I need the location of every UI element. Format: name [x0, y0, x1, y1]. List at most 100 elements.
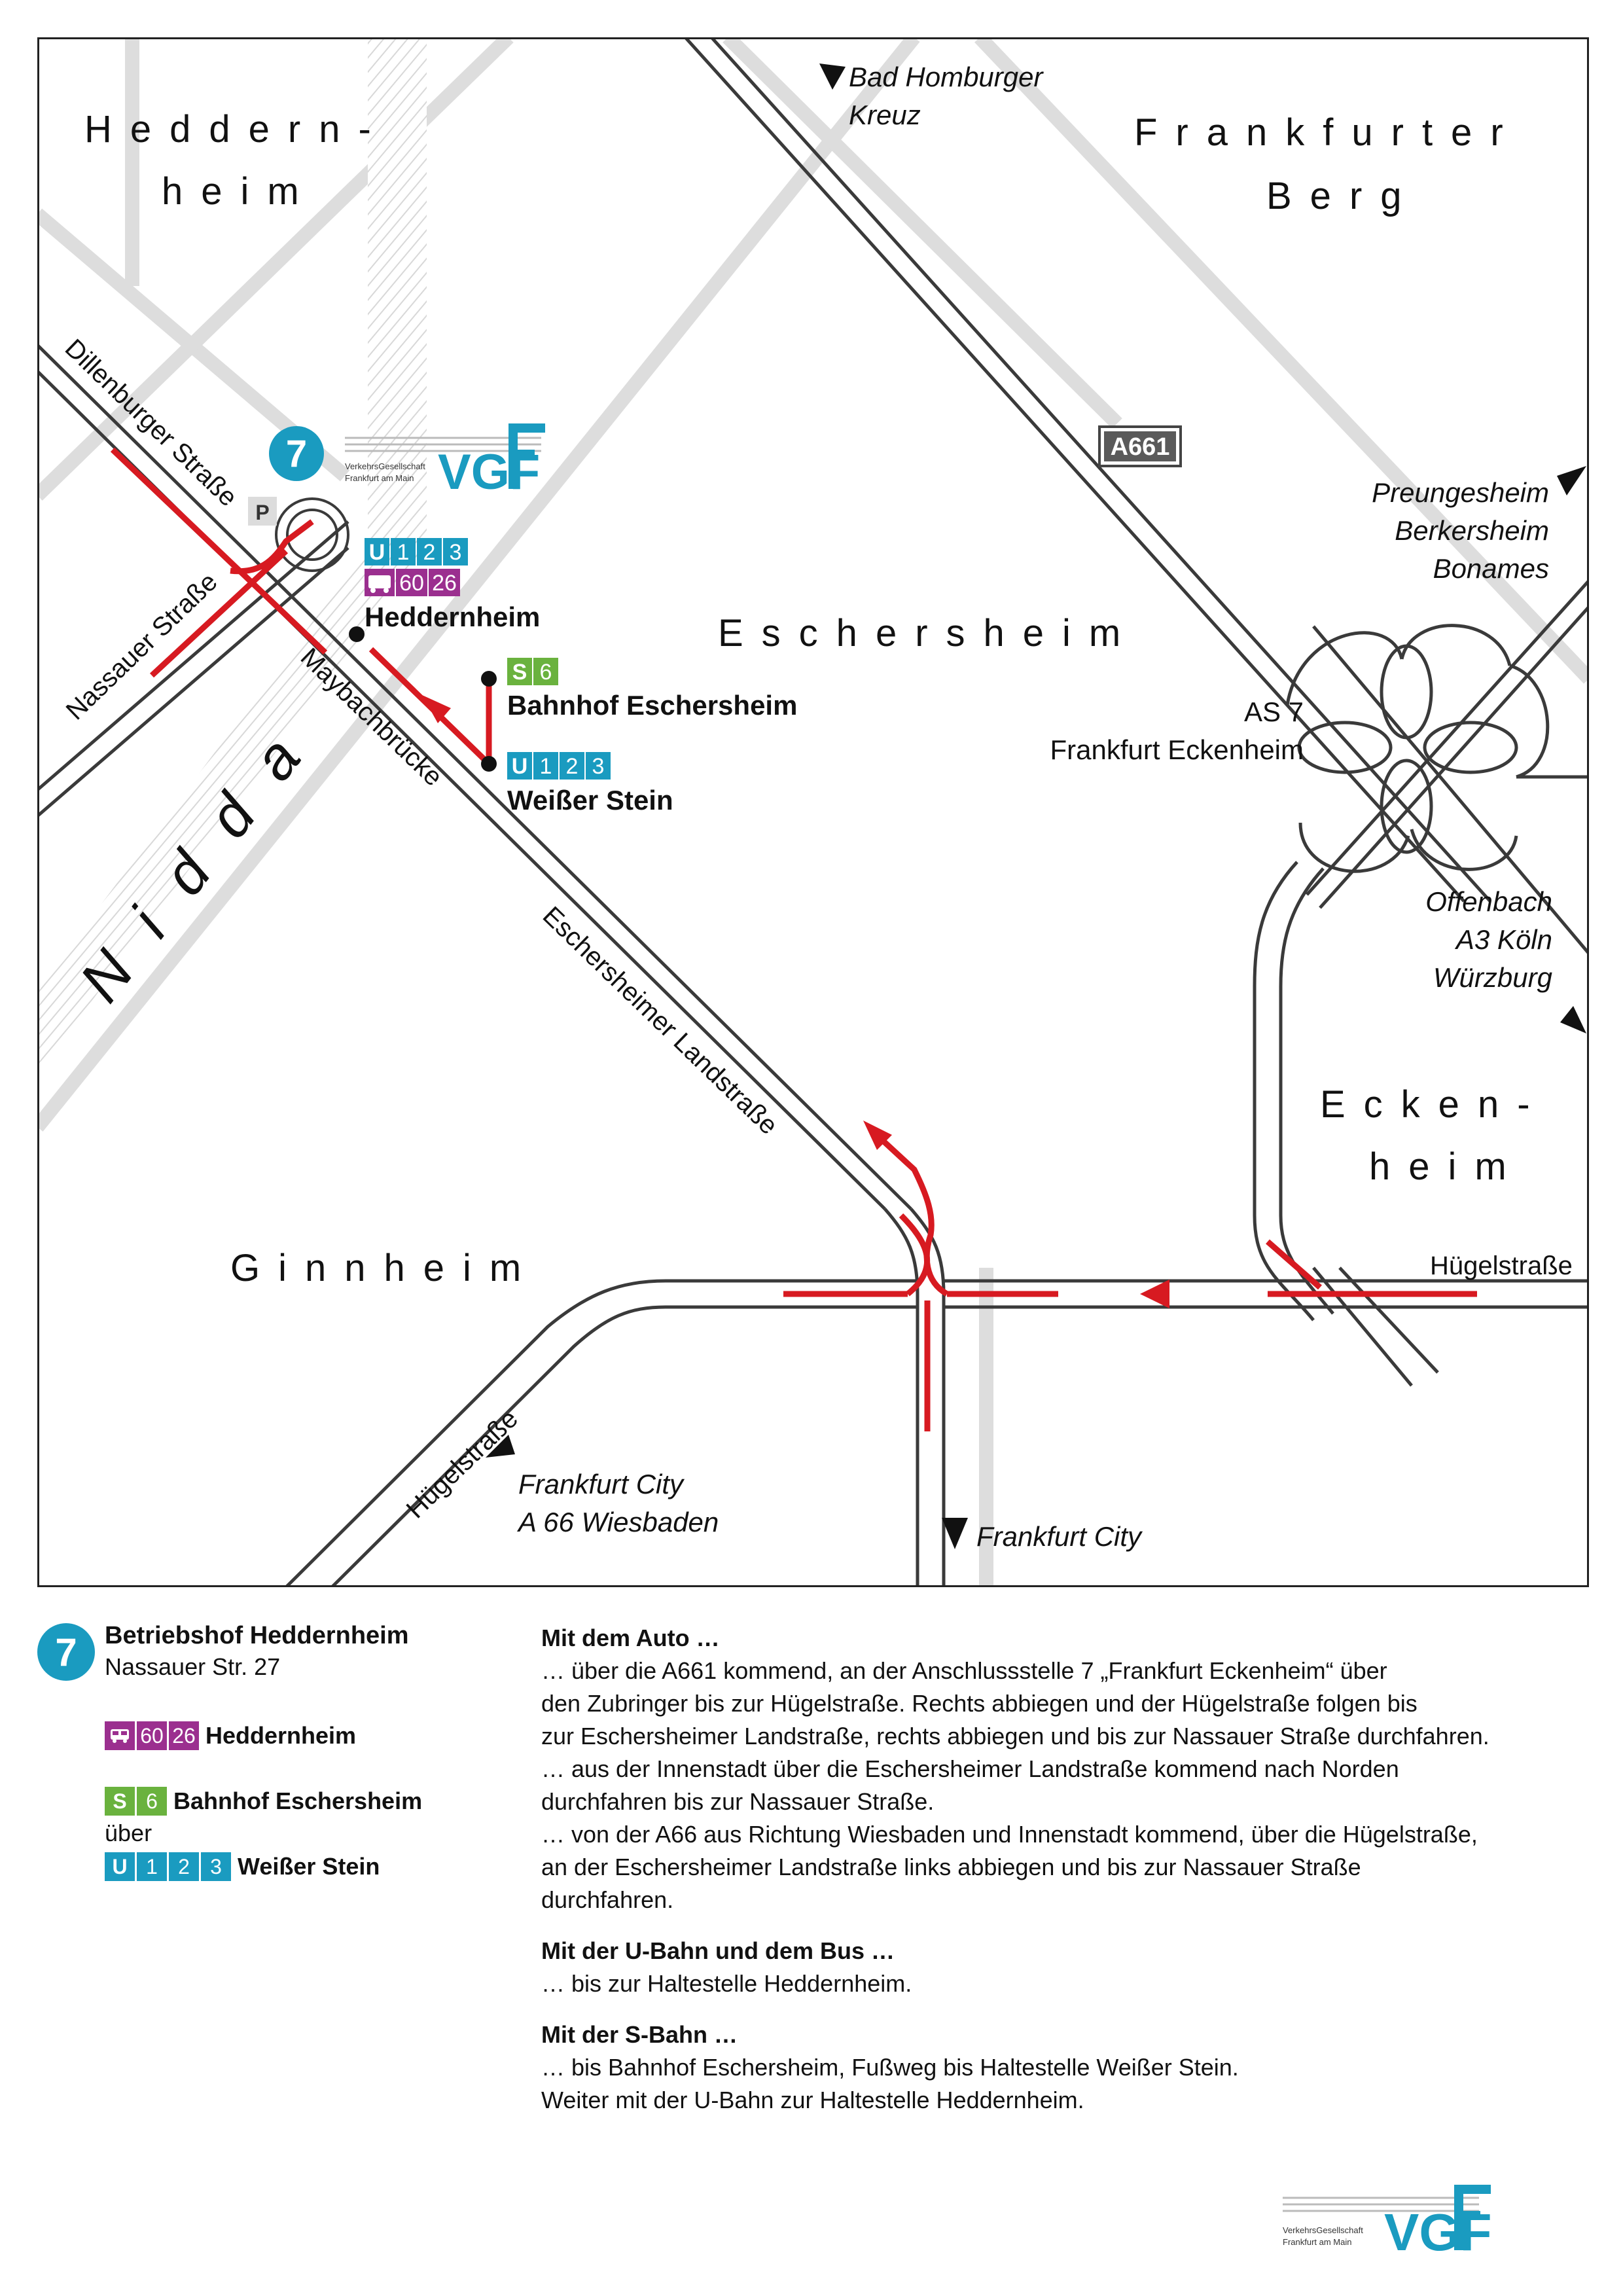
dest-city-a66-2: A 66 Wiesbaden: [516, 1507, 719, 1537]
bus-connection: 60 26 Heddernheim: [105, 1721, 356, 1750]
bus60-badge: 60: [399, 571, 424, 596]
street-huegel-east: Hügelstraße: [1430, 1251, 1573, 1280]
u-badge: U: [369, 540, 385, 565]
dest-offenbach: Offenbach: [1425, 886, 1552, 917]
main-roads: [37, 344, 1589, 1587]
ubahn-line-1: 1: [137, 1852, 167, 1881]
ubahn-connection: U 1 2 3 Weißer Stein: [105, 1852, 380, 1881]
location-name: Betriebshof Heddernheim: [105, 1622, 409, 1649]
sbahn-line-6: 6: [137, 1787, 167, 1816]
map-logo-small-2: Frankfurt am Main: [345, 473, 414, 483]
sbahn-badge: S: [105, 1787, 135, 1816]
ubahn-line-3: 3: [201, 1852, 231, 1881]
u1-badge: 1: [397, 540, 410, 565]
parking-sign: P: [248, 497, 277, 526]
directions-ubus: Mit der U-Bahn und dem Bus … … bis zur H…: [541, 1935, 1523, 2000]
district-ecken: Ecken-: [1320, 1083, 1548, 1126]
directions-car-line: den Zubringer bis zur Hügelstraße. Recht…: [541, 1690, 1418, 1717]
street-huegel-west: Hügelstraße: [401, 1404, 524, 1524]
route-arrows: [422, 695, 1169, 1308]
stop-weisser-stein: U 1 2 3 Weißer Stein: [507, 752, 673, 816]
directions-sbahn-line: … bis Bahnhof Eschersheim, Fußweg bis Ha…: [541, 2054, 1239, 2081]
s6-badge: 6: [540, 660, 552, 685]
ws-u2-badge: 2: [566, 754, 579, 779]
street-labels: Dillenburger Straße Nassauer Straße Mayb…: [60, 334, 1573, 1524]
district-eschersheim: Eschersheim: [718, 612, 1139, 655]
street-eschersheimer: Eschersheimer Landstraße: [537, 901, 783, 1140]
dest-wuerzburg: Würzburg: [1433, 962, 1552, 993]
directions-sbahn: Mit der S-Bahn … … bis Bahnhof Eschershe…: [541, 2018, 1523, 2117]
via-label: über: [105, 1820, 152, 1846]
directions-sbahn-line: Weiter mit der U-Bahn zur Haltestelle He…: [541, 2087, 1084, 2113]
directions-ubus-title: Mit der U-Bahn und dem Bus …: [541, 1937, 895, 1964]
nidda-river: [37, 37, 427, 1075]
location-address: Nassauer Str. 27: [105, 1653, 281, 1680]
directions-car-title: Mit dem Auto …: [541, 1624, 720, 1651]
district-heddernheim-1: Heddern-: [84, 108, 389, 151]
directions-car-line: durchfahren.: [541, 1886, 674, 1913]
bus-icon: [368, 575, 391, 593]
dest-preungesheim: Preungesheim: [1372, 477, 1549, 508]
map-frame: [37, 37, 1589, 1587]
stop-heddernheim-name: Heddernheim: [365, 601, 540, 632]
interchange: [1253, 579, 1589, 1321]
stop-heddernheim: U 1 2 3 60 26 Heddernheim: [365, 538, 540, 632]
location-number-badge: 7: [37, 1623, 95, 1681]
location-number: 7: [286, 433, 307, 475]
bus-icon: [105, 1721, 135, 1750]
stop-bahnhof-eschersheim: S 6 Bahnhof Eschersheim: [507, 658, 797, 721]
stop-markers: [349, 626, 497, 772]
district-frankfurter: Frankfurter: [1134, 111, 1522, 154]
bus-line-26: 26: [169, 1721, 199, 1750]
footer-logo-small-1: VerkehrsGesellschaft: [1283, 2225, 1363, 2235]
parking-label: P: [255, 501, 269, 524]
district-berg: Berg: [1266, 175, 1420, 217]
ubahn-stop-name: Weißer Stein: [238, 1853, 380, 1880]
directions-car-line: an der Eschersheimer Landstraße links ab…: [541, 1854, 1361, 1880]
directions-car-line: … von der A66 aus Richtung Wiesbaden und…: [541, 1821, 1478, 1848]
location-marker: 7: [269, 426, 324, 481]
a661-shield: A661: [1098, 425, 1182, 467]
directions-car-line: … aus der Innenstadt über die Eschershei…: [541, 1755, 1399, 1782]
sbahn-connection: S 6 Bahnhof Eschersheim: [105, 1787, 422, 1816]
sbahn-stop-name: Bahnhof Eschersheim: [173, 1787, 423, 1814]
s-badge: S: [512, 660, 527, 685]
location-map: A661 Heddern- heim Frankfurter Berg Esch…: [37, 37, 1589, 1587]
dest-bad-homburg-2: Kreuz: [849, 99, 921, 130]
minor-streets: [37, 37, 1589, 1587]
bus26-badge: 26: [432, 571, 457, 596]
dest-berkersheim: Berkersheim: [1395, 515, 1549, 546]
footer-vgf-logo: VerkehrsGesellschaft Frankfurt am Main V…: [1283, 2185, 1491, 2251]
dest-bad-homburg-1: Bad Homburger: [849, 62, 1044, 92]
directions-ubus-line: … bis zur Haltestelle Heddernheim.: [541, 1970, 912, 1997]
u2-badge: 2: [423, 540, 436, 565]
destination-labels: Bad Homburger Kreuz Preungesheim Berkers…: [516, 62, 1552, 1552]
dest-city-a66-1: Frankfurt City: [518, 1469, 685, 1499]
info-section: 7 Betriebshof Heddernheim Nassauer Str. …: [37, 1610, 1589, 2134]
footer-logo-small-2: Frankfurt am Main: [1283, 2237, 1351, 2247]
a661-label: A661: [1111, 433, 1170, 461]
route: [110, 447, 1477, 1431]
ws-u1-badge: 1: [540, 754, 552, 779]
directions-car: Mit dem Auto … … über die A661 kommend, …: [541, 1622, 1523, 1916]
river-label: Nidda: [67, 694, 337, 1014]
u3-badge: 3: [450, 540, 462, 565]
dest-bonames: Bonames: [1433, 553, 1549, 584]
map-logo-small-1: VerkehrsGesellschaft: [345, 461, 425, 471]
district-heddernheim-2: heim: [162, 170, 317, 213]
stop-weisser-stein-name: Weißer Stein: [507, 785, 673, 816]
district-heim: heim: [1369, 1145, 1525, 1188]
ubahn-line-2: 2: [169, 1852, 199, 1881]
ws-u-badge: U: [512, 754, 528, 779]
footer-logo-brand: VGF: [1384, 2203, 1491, 2251]
dest-city: Frankfurt City: [976, 1521, 1143, 1552]
directions-car-line: durchfahren bis zur Nassauer Straße.: [541, 1788, 935, 1815]
map-vgf-logo: VerkehrsGesellschaft Frankfurt am Main V…: [345, 423, 545, 500]
directions: Mit dem Auto … … über die A661 kommend, …: [541, 1622, 1523, 2135]
a661-motorway: [684, 37, 1491, 903]
ubahn-badge: U: [105, 1852, 135, 1881]
directions-car-line: … über die A661 kommend, an der Anschlus…: [541, 1657, 1387, 1684]
junction-label-1: AS 7: [1244, 696, 1304, 727]
bus-stop-name: Heddernheim: [205, 1722, 357, 1749]
district-ginnheim: Ginnheim: [230, 1247, 539, 1289]
